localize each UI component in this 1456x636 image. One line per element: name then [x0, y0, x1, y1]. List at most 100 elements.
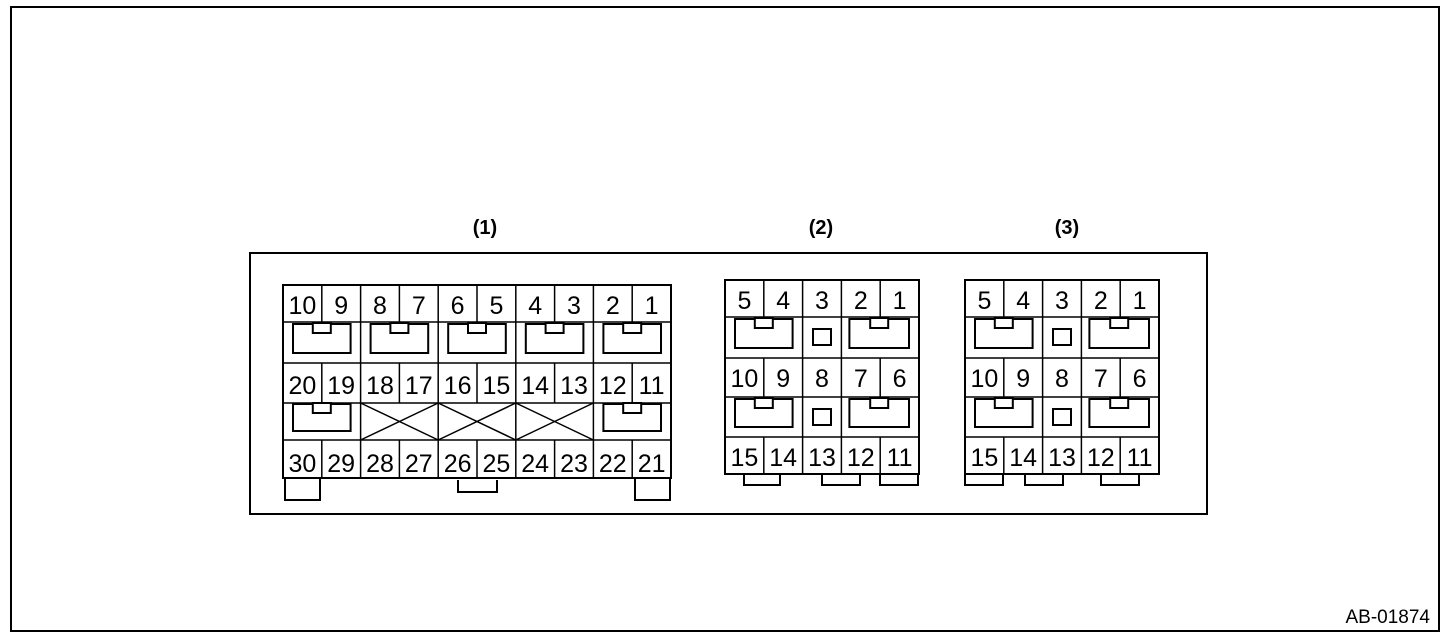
terminal-cavity-tab: [993, 317, 1014, 329]
connector-label: (1): [473, 217, 497, 239]
terminal-cavity: [734, 398, 794, 428]
pin-number: 1: [1133, 287, 1147, 315]
connector-foot: [634, 477, 671, 501]
pin-number: 21: [638, 450, 666, 478]
small-cavity: [812, 408, 832, 426]
pin-number: 8: [815, 365, 829, 393]
connector-foot: [821, 473, 861, 486]
pin-number: 3: [1055, 287, 1069, 315]
terminal-cavity: [447, 323, 507, 354]
pin-number: 4: [528, 292, 542, 320]
blank-cavity-cross: [515, 402, 594, 441]
pin-number: 7: [1094, 365, 1108, 393]
pin-number: 7: [854, 365, 868, 393]
pin-number: 15: [730, 444, 758, 472]
pin-number: 14: [1009, 444, 1037, 472]
terminal-cavity-tab: [993, 397, 1014, 409]
pin-number: 23: [560, 450, 588, 478]
pin-number: 9: [1016, 365, 1030, 393]
terminal-cavity: [848, 398, 910, 428]
pin-number: 14: [521, 372, 549, 400]
pin-number: 5: [977, 287, 991, 315]
pin-number: 2: [854, 287, 868, 315]
pin-number: 14: [769, 444, 797, 472]
pin-number: 9: [334, 292, 348, 320]
pin-number: 1: [645, 292, 659, 320]
connector-foot: [879, 473, 919, 486]
pin-number: 7: [412, 292, 426, 320]
pin-number: 13: [808, 444, 836, 472]
pin-number: 16: [444, 372, 472, 400]
terminal-cavity: [848, 318, 910, 349]
terminal-cavity: [292, 403, 352, 432]
pin-number: 6: [451, 292, 465, 320]
pin-number: 19: [327, 372, 355, 400]
pin-number: 28: [366, 450, 394, 478]
pin-number: 22: [599, 450, 627, 478]
pin-number: 20: [288, 372, 316, 400]
pin-number: 12: [847, 444, 875, 472]
pin-number: 4: [1016, 287, 1030, 315]
pin-number: 29: [327, 450, 355, 478]
connector-key: [457, 480, 498, 493]
pin-number: 4: [776, 287, 790, 315]
pin-number: 2: [606, 292, 620, 320]
pin-number: 10: [288, 292, 316, 320]
pin-number: 3: [815, 287, 829, 315]
connector-foot: [284, 477, 321, 501]
terminal-cavity: [292, 323, 352, 354]
connector-foot: [1100, 473, 1140, 486]
pin-number: 11: [1127, 444, 1153, 472]
small-cavity: [812, 328, 832, 346]
connector-foot: [964, 473, 1004, 486]
pin-number: 17: [405, 372, 433, 400]
terminal-cavity-tab: [1109, 397, 1130, 409]
terminal-cavity-tab: [544, 322, 565, 334]
pin-number: 8: [373, 292, 387, 320]
terminal-cavity-tab: [1109, 317, 1130, 329]
pin-number: 3: [567, 292, 581, 320]
pin-number: 6: [1133, 365, 1147, 393]
pin-number: 15: [970, 444, 998, 472]
pin-number: 25: [482, 450, 510, 478]
terminal-cavity: [602, 323, 662, 354]
small-cavity: [1052, 328, 1072, 346]
terminal-cavity-tab: [753, 317, 774, 329]
pin-number: 2: [1094, 287, 1108, 315]
figure-frame: [10, 6, 1440, 632]
terminal-cavity-tab: [311, 322, 332, 334]
terminal-cavity-tab: [389, 322, 410, 334]
pin-number: 5: [737, 287, 751, 315]
terminal-cavity-tab: [869, 317, 890, 329]
connector-label: (3): [1055, 217, 1079, 239]
terminal-cavity-tab: [753, 397, 774, 409]
terminal-cavity: [524, 323, 585, 354]
pin-number: 11: [639, 372, 665, 400]
terminal-cavity-tab: [467, 322, 487, 334]
terminal-cavity: [602, 403, 662, 432]
pin-number: 8: [1055, 365, 1069, 393]
connector-panel: [249, 252, 1208, 515]
pin-number: 24: [521, 450, 549, 478]
pin-number: 13: [560, 372, 588, 400]
terminal-cavity: [1088, 398, 1150, 428]
terminal-cavity-tab: [311, 402, 332, 414]
terminal-cavity-tab: [869, 397, 890, 409]
pin-number: 15: [482, 372, 510, 400]
pin-number: 26: [444, 450, 472, 478]
pin-number: 6: [893, 365, 907, 393]
blank-cavity-cross: [360, 402, 439, 441]
connector-label: (2): [809, 217, 833, 239]
terminal-cavity-tab: [622, 322, 643, 334]
pin-number: 9: [776, 365, 790, 393]
pin-number: 10: [730, 365, 758, 393]
terminal-cavity: [974, 318, 1034, 349]
terminal-cavity: [1088, 318, 1150, 349]
small-cavity: [1052, 408, 1072, 426]
terminal-cavity: [734, 318, 794, 349]
pin-number: 12: [599, 372, 627, 400]
